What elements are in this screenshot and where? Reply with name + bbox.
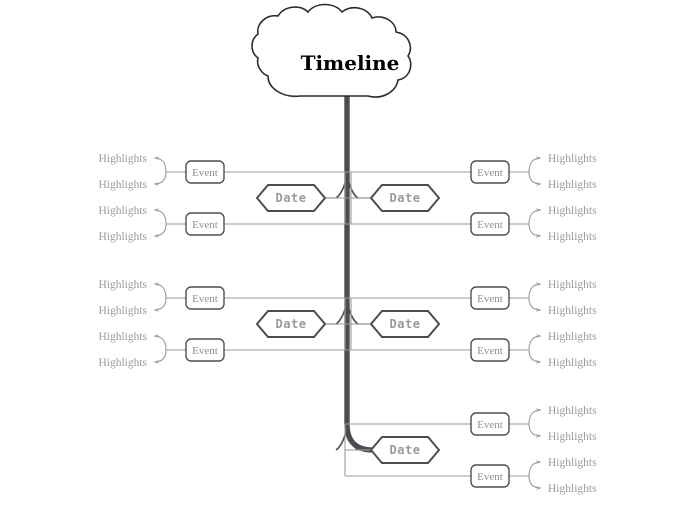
event-node[interactable]: Event <box>470 338 510 362</box>
event-box <box>470 160 510 184</box>
highlight-label: Highlights <box>548 231 597 243</box>
event-node[interactable]: Event <box>470 412 510 436</box>
date-node[interactable]: Date <box>255 310 327 338</box>
highlight-label: Highlights <box>548 279 597 291</box>
root-label: Timeline <box>301 51 400 75</box>
highlight-label: Highlights <box>548 457 597 469</box>
date-label: Date <box>390 191 421 205</box>
date-node[interactable]: Date <box>255 184 327 212</box>
date-hexagon <box>255 184 327 212</box>
event-label: Event <box>192 167 218 179</box>
highlight-label: Highlights <box>98 179 147 191</box>
event-node[interactable]: Event <box>185 212 225 236</box>
event-box <box>470 286 510 310</box>
event-label: Event <box>477 345 503 357</box>
highlight-label: Highlights <box>98 331 147 343</box>
highlight-label: Highlights <box>548 405 597 417</box>
date-node[interactable]: Date <box>369 310 441 338</box>
date-node[interactable]: Date <box>369 436 441 464</box>
event-label: Event <box>477 219 503 231</box>
highlight-label: Highlights <box>548 483 597 495</box>
highlight-label: Highlights <box>98 279 147 291</box>
date-label: Date <box>276 317 307 331</box>
highlight-label: Highlights <box>98 305 147 317</box>
event-box <box>185 160 225 184</box>
highlight-label: Highlights <box>548 305 597 317</box>
highlight-label: Highlights <box>548 205 597 217</box>
highlight-label: Highlights <box>548 431 597 443</box>
event-node[interactable]: Event <box>185 338 225 362</box>
event-label: Event <box>477 293 503 305</box>
date-label: Date <box>390 443 421 457</box>
root-node[interactable]: Timeline <box>251 3 412 98</box>
event-box <box>185 212 225 236</box>
highlight-label: Highlights <box>548 153 597 165</box>
event-box <box>470 212 510 236</box>
event-box <box>470 412 510 436</box>
date-hexagon <box>369 184 441 212</box>
event-node[interactable]: Event <box>185 160 225 184</box>
event-label: Event <box>477 419 503 431</box>
event-label: Event <box>192 219 218 231</box>
highlight-label: Highlights <box>548 331 597 343</box>
date-node[interactable]: Date <box>369 184 441 212</box>
date-hexagon <box>369 310 441 338</box>
event-label: Event <box>192 345 218 357</box>
event-label: Event <box>477 471 503 483</box>
event-node[interactable]: Event <box>470 160 510 184</box>
highlight-label: Highlights <box>98 231 147 243</box>
highlight-label: Highlights <box>98 357 147 369</box>
date-hexagon <box>369 436 441 464</box>
cloud-shape <box>251 3 412 98</box>
event-box <box>470 464 510 488</box>
event-box <box>470 338 510 362</box>
event-label: Event <box>192 293 218 305</box>
event-node[interactable]: Event <box>185 286 225 310</box>
highlight-label: Highlights <box>548 357 597 369</box>
event-node[interactable]: Event <box>470 212 510 236</box>
highlight-label: Highlights <box>548 179 597 191</box>
date-label: Date <box>276 191 307 205</box>
event-node[interactable]: Event <box>470 464 510 488</box>
central-trunk <box>335 93 376 453</box>
event-box <box>185 338 225 362</box>
event-label: Event <box>477 167 503 179</box>
event-node[interactable]: Event <box>470 286 510 310</box>
date-label: Date <box>390 317 421 331</box>
highlight-label: Highlights <box>98 153 147 165</box>
highlight-label: Highlights <box>98 205 147 217</box>
diagram-nodes: DateEventHighlightsHighlightsEventHighli… <box>98 153 597 495</box>
event-box <box>185 286 225 310</box>
date-hexagon <box>255 310 327 338</box>
